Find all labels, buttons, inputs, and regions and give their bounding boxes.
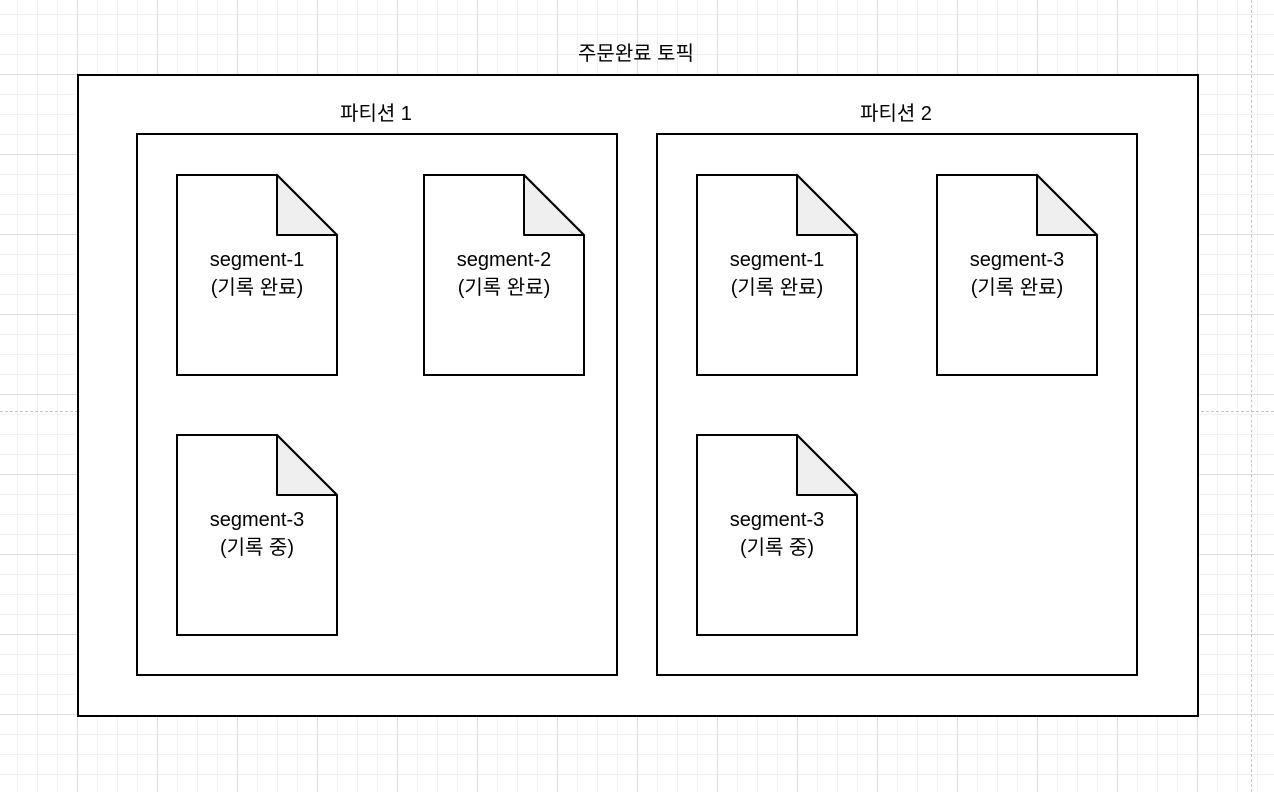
segment-status: (기록 완료) <box>970 277 1064 299</box>
document-icon <box>176 434 338 636</box>
segment-name: segment-3 <box>729 509 825 531</box>
segment-name: segment-2 <box>456 249 552 271</box>
segment-status: (기록 완료) <box>457 277 551 299</box>
partition-1-segment-3[interactable]: segment-3 (기록 중) <box>176 434 338 636</box>
segment-name: segment-3 <box>969 249 1065 271</box>
partition-1-segment-1[interactable]: segment-1 (기록 완료) <box>176 174 338 376</box>
segment-status: (기록 완료) <box>210 277 304 299</box>
partition-2-segment-1[interactable]: segment-1 (기록 완료) <box>696 174 858 376</box>
segment-label: segment-3 (기록 완료) <box>936 246 1098 302</box>
document-icon <box>176 174 338 376</box>
partition-1-segment-2[interactable]: segment-2 (기록 완료) <box>423 174 585 376</box>
partition-2-segment-2[interactable]: segment-3 (기록 완료) <box>936 174 1098 376</box>
document-icon <box>936 174 1098 376</box>
partition-1-title: 파티션 1 <box>340 103 412 125</box>
segment-label: segment-1 (기록 완료) <box>696 246 858 302</box>
segment-status: (기록 중) <box>219 537 295 559</box>
segment-name: segment-1 <box>209 249 305 271</box>
segment-label: segment-2 (기록 완료) <box>423 246 585 302</box>
partition-2-title: 파티션 2 <box>860 103 932 125</box>
document-icon <box>423 174 585 376</box>
segment-label: segment-3 (기록 중) <box>176 506 338 562</box>
segment-label: segment-3 (기록 중) <box>696 506 858 562</box>
segment-status: (기록 완료) <box>730 277 824 299</box>
segment-label: segment-1 (기록 완료) <box>176 246 338 302</box>
topic-title: 주문완료 토픽 <box>578 43 694 65</box>
document-icon <box>696 434 858 636</box>
segment-name: segment-1 <box>729 249 825 271</box>
document-icon <box>696 174 858 376</box>
guide-line-vertical <box>1251 0 1252 792</box>
partition-2-segment-3[interactable]: segment-3 (기록 중) <box>696 434 858 636</box>
segment-name: segment-3 <box>209 509 305 531</box>
segment-status: (기록 중) <box>739 537 815 559</box>
